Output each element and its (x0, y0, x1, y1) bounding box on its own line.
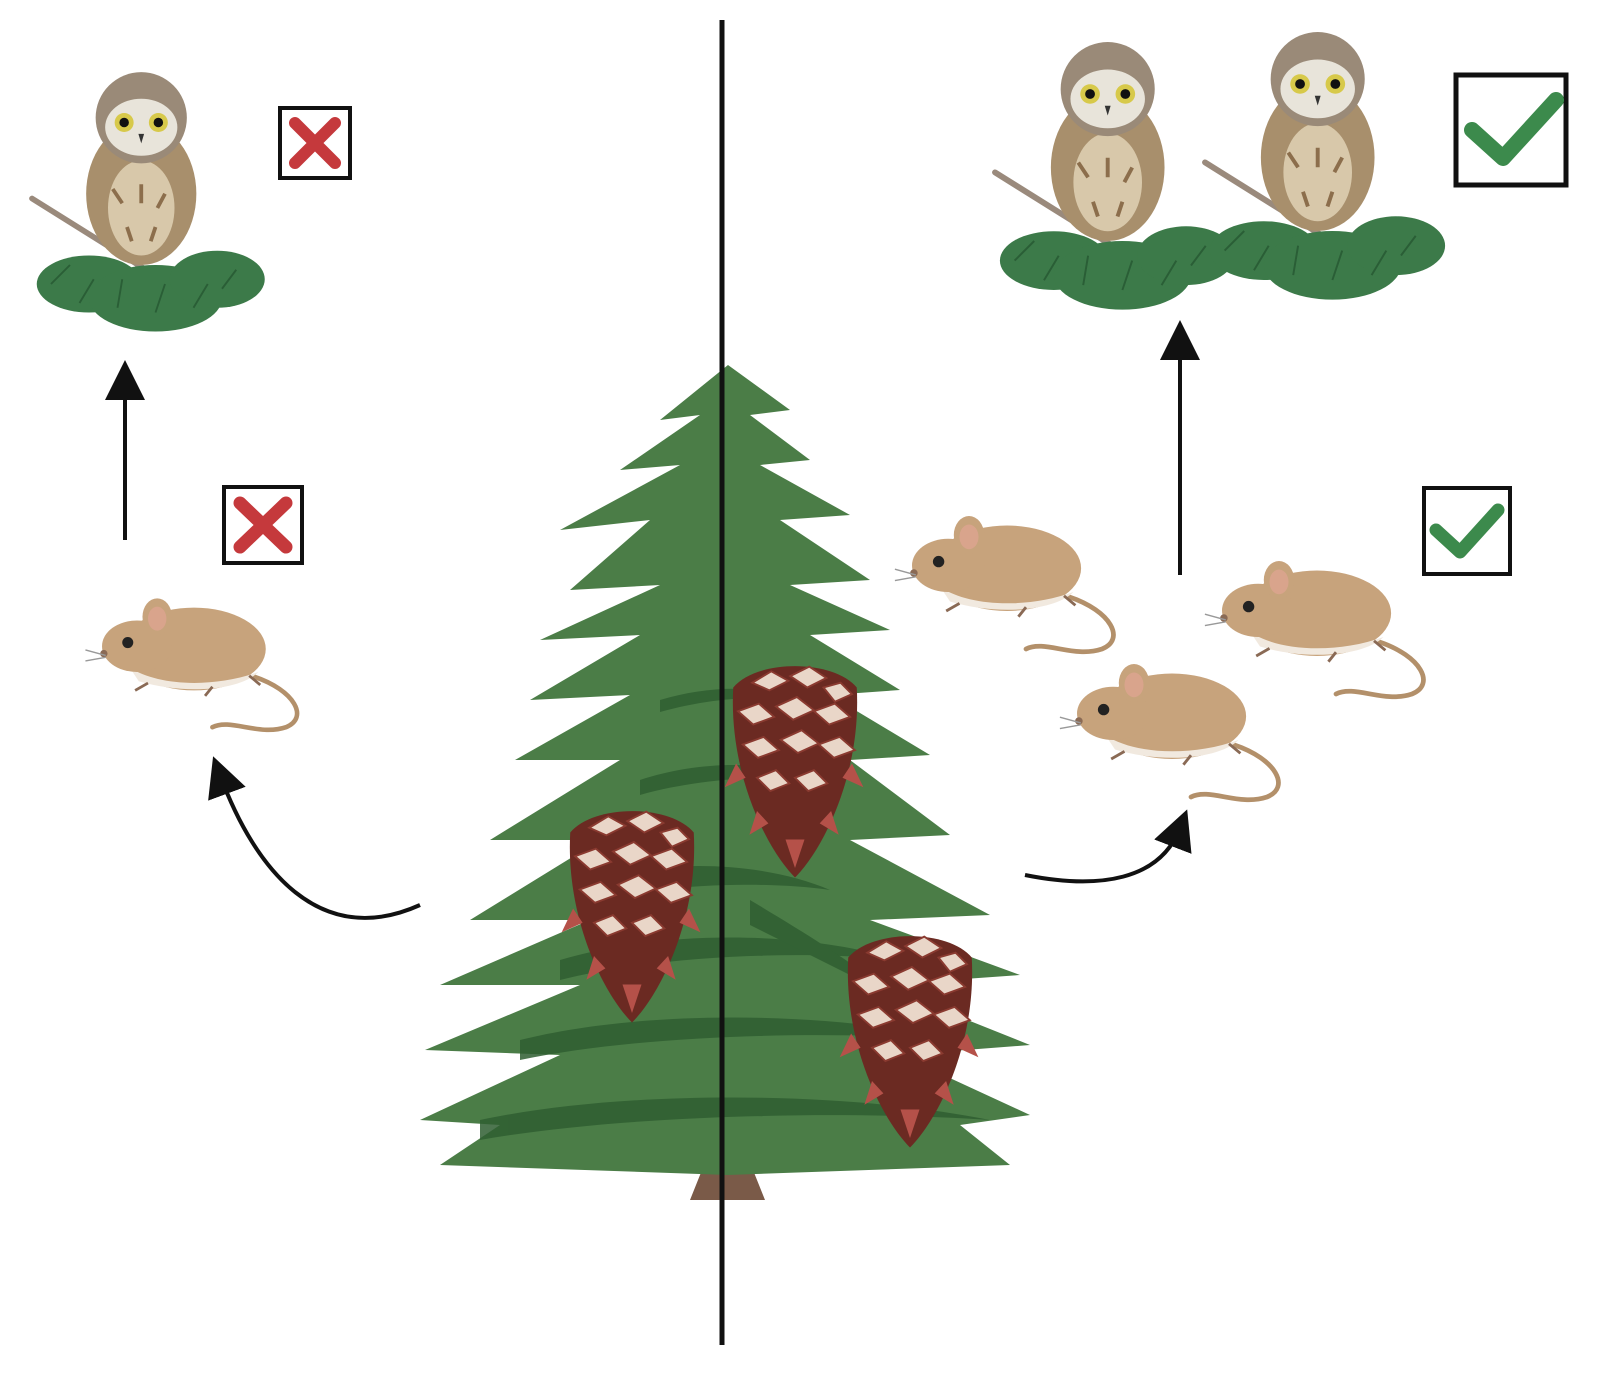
owl-right-1 (995, 42, 1235, 310)
owl-status-checkmark-icon (1456, 75, 1566, 185)
owl-left (32, 72, 265, 331)
owl-right-2 (1205, 32, 1445, 300)
mouse-left (85, 598, 297, 729)
mouse-status-checkmark-icon (1424, 488, 1510, 574)
left-panel (32, 72, 420, 918)
mouse-status-cross-icon (224, 487, 302, 563)
arrow-cone-to-mouse-left (220, 775, 420, 918)
right-panel (895, 32, 1566, 881)
arrow-cone-to-mouse-right (1025, 828, 1180, 881)
pine-tree (420, 365, 1030, 1200)
owl-status-cross-icon (280, 108, 350, 178)
mouse-right-2 (1205, 561, 1424, 697)
mouse-right-1 (895, 516, 1114, 652)
mouse-right-3 (1060, 664, 1279, 800)
